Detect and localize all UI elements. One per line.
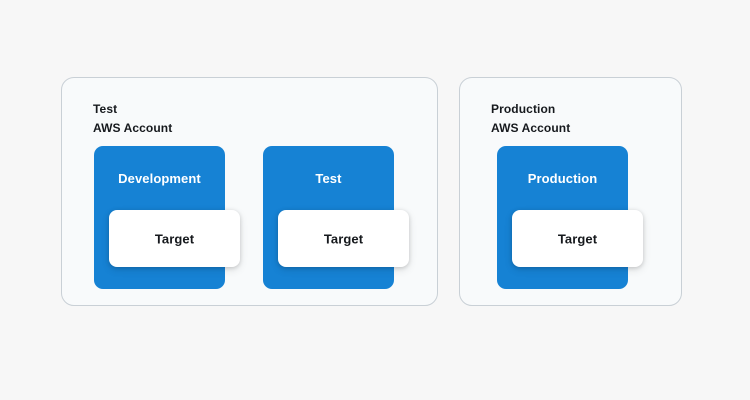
target-card-test[interactable]: Target [278,210,409,267]
environment-box-production[interactable]: Production Target [497,146,643,289]
account-title-line2: AWS Account [93,120,173,135]
account-title-line1: Test [93,102,118,116]
target-label-production: Target [557,231,598,246]
account-panel-production: Production AWS Account Production Target [459,77,682,306]
environment-box-test[interactable]: Test Target [263,146,409,289]
target-card-production[interactable]: Target [512,210,643,267]
account-title-line1: Production [491,102,556,116]
target-card-development[interactable]: Target [109,210,240,267]
target-label-development: Target [154,231,195,246]
target-label-test: Target [323,231,364,246]
environment-box-development[interactable]: Development Target [94,146,240,289]
account-title-test: Test AWS Account [93,100,172,137]
environment-label-test: Test [315,171,342,186]
environment-label-production: Production [527,171,598,186]
account-title-production: Production AWS Account [491,100,570,137]
environment-label-development: Development [118,171,201,186]
account-title-line2: AWS Account [491,120,571,135]
account-panel-test: Test AWS Account Development Target Test… [61,77,438,306]
